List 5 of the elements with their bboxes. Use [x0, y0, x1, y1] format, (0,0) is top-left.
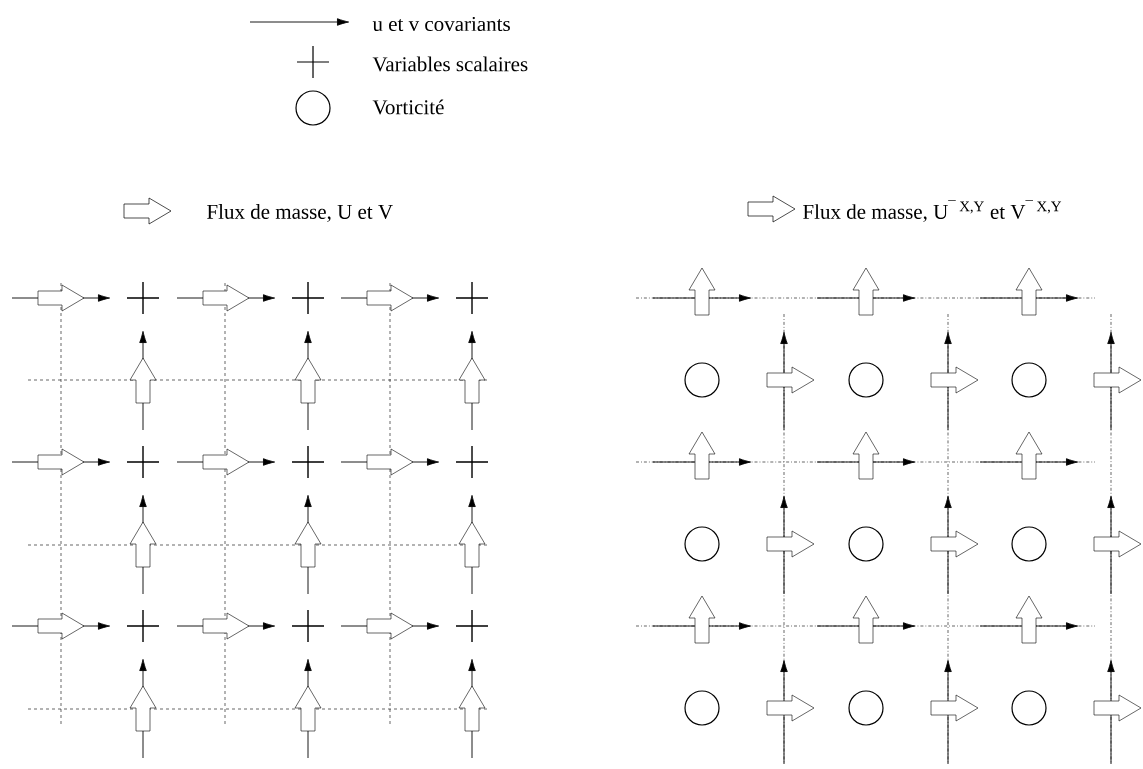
legend-label: Flux de masse, U$^{¯ X,Y}$ et V$^{¯ X,Y}$ — [803, 200, 1062, 222]
legend-label: Vorticité — [372, 99, 444, 115]
legend-label: Variables scalaires — [372, 56, 528, 72]
legend-label: Flux de masse, U et V — [207, 204, 393, 222]
legend-label: u et v covariants — [372, 16, 510, 32]
